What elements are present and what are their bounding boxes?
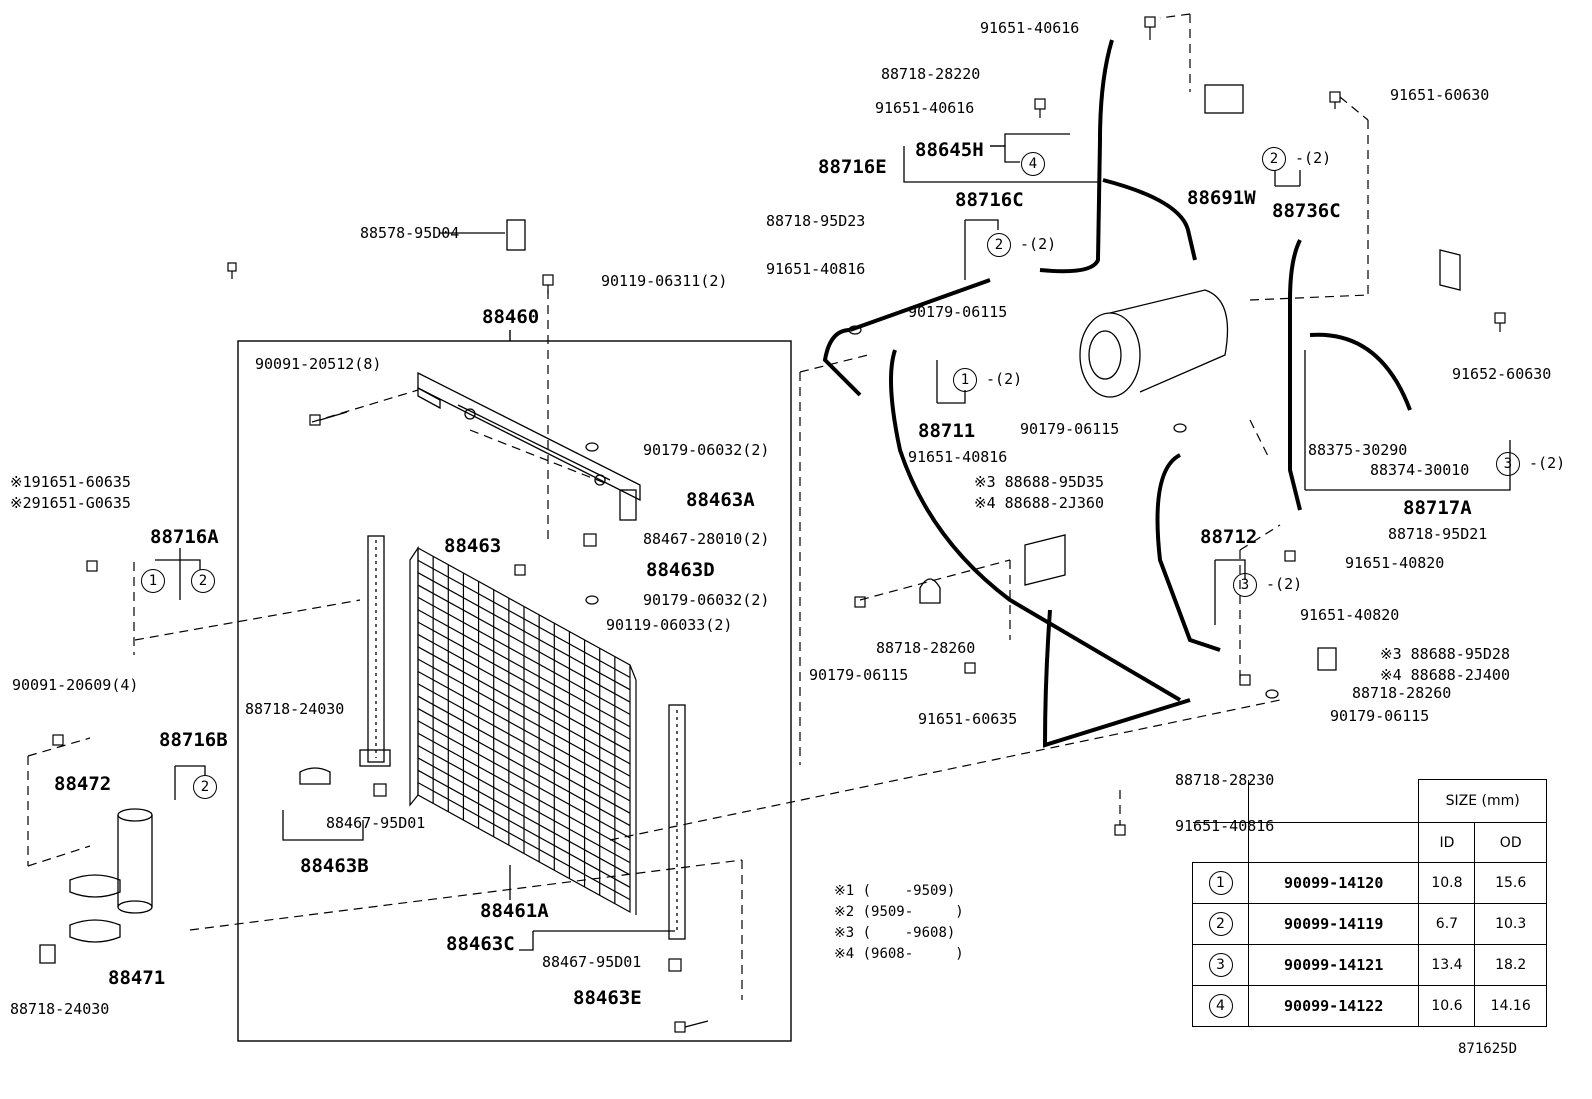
part-label[interactable]: 88716C bbox=[955, 189, 1024, 211]
part-label[interactable]: 88463A bbox=[686, 489, 755, 511]
part-label[interactable]: ※3 88688-95D35 bbox=[974, 473, 1104, 491]
part-label[interactable]: 88375-30290 bbox=[1308, 441, 1408, 459]
part-label[interactable]: 91651-40816 bbox=[766, 260, 866, 278]
part-label[interactable]: 88463D bbox=[646, 559, 715, 581]
callout-lines bbox=[155, 133, 1511, 951]
part-label[interactable]: 88712 bbox=[1200, 526, 1258, 548]
part-label[interactable]: 88718-24030 bbox=[10, 1000, 110, 1018]
part-label[interactable]: 88717A bbox=[1403, 497, 1472, 519]
refrigerant-lines bbox=[822, 39, 1412, 748]
condenser-core bbox=[409, 546, 637, 915]
o-ring-size-table: SIZE (mm) ID OD 1 90099-14120 10.8 15.6 … bbox=[1192, 779, 1547, 1027]
table-row: 4 90099-14122 10.6 14.16 bbox=[1192, 985, 1547, 1027]
side-bracket-right bbox=[668, 704, 686, 940]
circle-ref-2: 2 -(2) bbox=[1262, 147, 1331, 171]
part-label[interactable]: 91651-40616 bbox=[980, 19, 1080, 37]
part-label[interactable]: 91652-60630 bbox=[1452, 365, 1552, 383]
part-label[interactable]: 88467-28010(2) bbox=[643, 530, 770, 548]
part-label[interactable]: 88467-95D01 bbox=[326, 814, 426, 832]
circle-ref-3: 3 -(2) bbox=[1233, 573, 1302, 597]
circle-ref-3: 3 -(2) bbox=[1496, 452, 1565, 476]
part-label[interactable]: 90119-06311(2) bbox=[601, 272, 728, 290]
part-label[interactable]: 90179-06115 bbox=[908, 303, 1008, 321]
part-label[interactable]: 90179-06032(2) bbox=[643, 591, 770, 609]
receiver-drier bbox=[39, 808, 153, 964]
part-label[interactable]: 88716A bbox=[150, 526, 219, 548]
part-label[interactable]: 88578-95D04 bbox=[360, 224, 460, 242]
part-label[interactable]: 88711 bbox=[918, 420, 976, 442]
part-label[interactable]: 90179-06115 bbox=[809, 666, 909, 684]
part-label[interactable]: 88463 bbox=[444, 535, 502, 557]
part-label[interactable]: 88461A bbox=[480, 900, 549, 922]
upper-bracket bbox=[417, 371, 641, 521]
side-bracket-left bbox=[359, 535, 391, 767]
part-label[interactable]: 88718-95D23 bbox=[766, 212, 866, 230]
part-label[interactable]: 88718-28260 bbox=[1352, 684, 1452, 702]
note-2: ※2 (9509- ) bbox=[834, 904, 964, 920]
diagram-code: 871625D bbox=[1458, 1041, 1518, 1057]
part-label[interactable]: 90119-06033(2) bbox=[606, 616, 733, 634]
part-label[interactable]: 88471 bbox=[108, 967, 166, 989]
part-label[interactable]: ※3 88688-95D28 bbox=[1380, 645, 1510, 663]
fastener-glyphs bbox=[52, 16, 1506, 1033]
part-label[interactable]: 88467-95D01 bbox=[542, 953, 642, 971]
circle-ref-2: 2 bbox=[193, 775, 217, 799]
circle-ref-4: 4 bbox=[1021, 152, 1045, 176]
part-label[interactable]: 88718-28220 bbox=[881, 65, 981, 83]
date-notes: ※1 ( -9509) ※2 (9509- ) ※3 ( -9608) ※4 (… bbox=[834, 881, 964, 965]
note-4: ※4 (9608- ) bbox=[834, 946, 964, 962]
circle-ref-1: 1 -(2) bbox=[953, 368, 1022, 392]
part-label[interactable]: 88716E bbox=[818, 156, 887, 178]
part-label[interactable]: 88718-95D21 bbox=[1388, 525, 1488, 543]
compressor bbox=[1079, 289, 1229, 398]
part-label[interactable]: 91651-40820 bbox=[1300, 606, 1400, 624]
part-label[interactable]: 88645H bbox=[915, 139, 984, 161]
part-label[interactable]: 88716B bbox=[159, 729, 228, 751]
part-label[interactable]: 91651-40816 bbox=[908, 448, 1008, 466]
part-label[interactable]: 91651-60630 bbox=[1390, 86, 1490, 104]
part-label[interactable]: 91651-60635 bbox=[918, 710, 1018, 728]
note-3: ※3 ( -9608) bbox=[834, 925, 956, 941]
part-label[interactable]: ※291651-G0635 bbox=[10, 494, 131, 512]
part-label[interactable]: 90091-20512(8) bbox=[255, 355, 382, 373]
size-header: SIZE (mm) bbox=[1418, 779, 1547, 823]
part-label[interactable]: 88736C bbox=[1272, 200, 1341, 222]
part-label[interactable]: 88691W bbox=[1187, 187, 1256, 209]
part-label[interactable]: 90179-06032(2) bbox=[643, 441, 770, 459]
table-row: 2 90099-14119 6.7 10.3 bbox=[1192, 903, 1547, 945]
circle-ref-1: 1 bbox=[141, 569, 165, 593]
part-label[interactable]: 90179-06115 bbox=[1020, 420, 1120, 438]
part-label[interactable]: 88718-24030 bbox=[245, 700, 345, 718]
small-components bbox=[299, 84, 1461, 785]
part-label[interactable]: 91651-40616 bbox=[875, 99, 975, 117]
part-label[interactable]: 91651-40820 bbox=[1345, 554, 1445, 572]
part-label[interactable]: 90091-20609(4) bbox=[12, 676, 139, 694]
part-label[interactable]: 88460 bbox=[482, 306, 540, 328]
col-id-header: ID bbox=[1418, 822, 1476, 863]
part-label[interactable]: 88463B bbox=[300, 855, 369, 877]
col-od-header: OD bbox=[1474, 822, 1547, 863]
table-row: 1 90099-14120 10.8 15.6 bbox=[1192, 862, 1547, 904]
part-label[interactable]: 88374-30010 bbox=[1370, 461, 1470, 479]
part-label[interactable]: 88472 bbox=[54, 773, 112, 795]
note-1: ※1 ( -9509) bbox=[834, 883, 956, 899]
table-row: 3 90099-14121 13.4 18.2 bbox=[1192, 944, 1547, 986]
part-label[interactable]: 88463C bbox=[446, 933, 515, 955]
part-label[interactable]: ※4 88688-2J400 bbox=[1380, 666, 1510, 684]
part-label[interactable]: 88718-28260 bbox=[876, 639, 976, 657]
condenser-assembly-frame bbox=[237, 340, 792, 1042]
part-label[interactable]: 88463E bbox=[573, 987, 642, 1009]
part-label[interactable]: ※191651-60635 bbox=[10, 473, 131, 491]
part-label[interactable]: 90179-06115 bbox=[1330, 707, 1430, 725]
part-label[interactable]: ※4 88688-2J360 bbox=[974, 494, 1104, 512]
circle-ref-2: 2 bbox=[191, 569, 215, 593]
circle-ref-2: 2 -(2) bbox=[987, 233, 1056, 257]
